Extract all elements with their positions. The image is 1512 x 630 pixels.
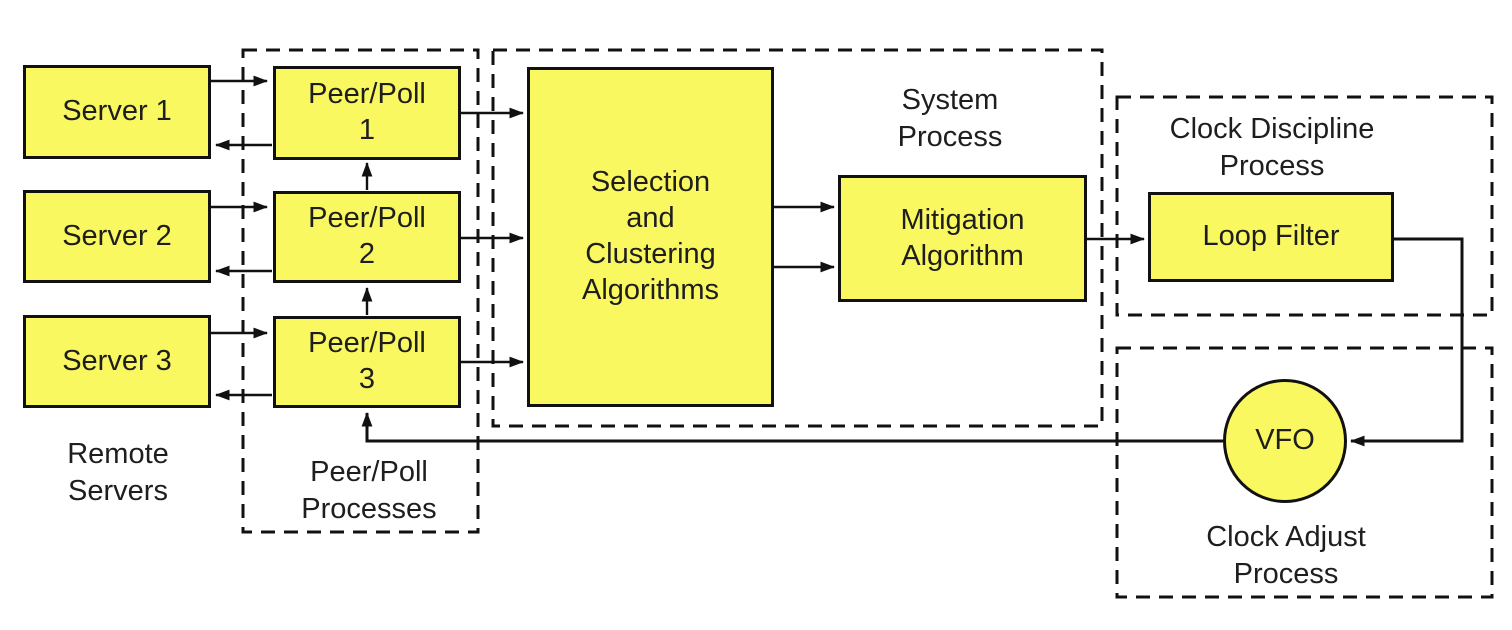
server-3-box: Server 3 — [23, 315, 211, 408]
loop-filter-box: Loop Filter — [1148, 192, 1394, 282]
remote-servers-label: Remote Servers — [67, 438, 169, 508]
peer-poll-2-box: Peer/Poll 2 — [273, 191, 461, 283]
peer-poll-processes-label: Peer/Poll Processes — [301, 456, 437, 526]
peer-poll-3-box: Peer/Poll 3 — [273, 316, 461, 408]
clock-adjust-process-label: Clock Adjust Process — [1206, 521, 1366, 591]
system-process-label: System Process — [897, 84, 1003, 154]
selection-clustering-box: Selection and Clustering Algorithms — [527, 67, 774, 407]
server-1-box: Server 1 — [23, 65, 211, 159]
server-2-box: Server 2 — [23, 190, 211, 283]
clock-discipline-process-label: Clock Discipline Process — [1169, 113, 1375, 183]
vfo-circle: VFO — [1223, 379, 1347, 503]
peer-poll-1-box: Peer/Poll 1 — [273, 66, 461, 160]
mitigation-algorithm-box: Mitigation Algorithm — [838, 175, 1087, 302]
arrow-vfo-to-peer3 — [361, 412, 1223, 443]
